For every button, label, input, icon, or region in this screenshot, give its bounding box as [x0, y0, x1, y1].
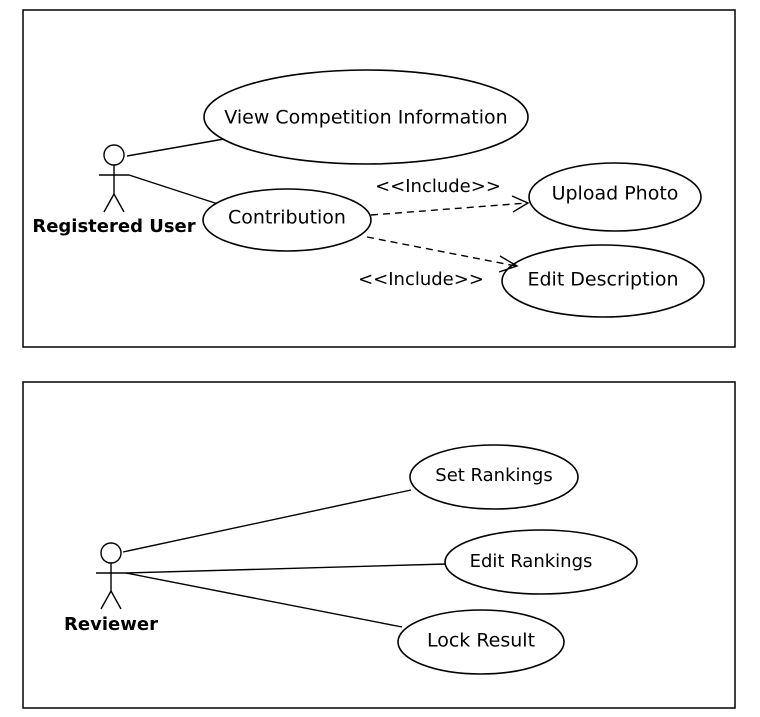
- actor-left-leg: [103, 193, 115, 213]
- view-competition-label: View Competition Information: [224, 107, 507, 129]
- contribution-label: Contribution: [228, 207, 346, 229]
- use-case-contribution: Contribution: [202, 188, 372, 252]
- edit-description-label: Edit Description: [527, 269, 678, 291]
- association-contribution: [128, 174, 219, 205]
- actor-right-leg: [110, 590, 122, 610]
- include-dependency-upload-photo: <<Include>>: [370, 176, 530, 216]
- actor-head: [100, 542, 122, 564]
- use-case-edit-rankings: Edit Rankings: [444, 529, 638, 595]
- registered-user-label: Registered User: [32, 216, 195, 237]
- include-label-upload: <<Include>>: [375, 176, 501, 197]
- use-case-set-rankings: Set Rankings: [409, 444, 579, 510]
- include-arrowhead: [498, 255, 519, 273]
- association-view-competition: [126, 138, 225, 157]
- association-set-rankings: [122, 489, 412, 553]
- include-arrowhead: [511, 195, 530, 213]
- use-case-view-competition: View Competition Information: [203, 69, 529, 165]
- include-dependency-edit-description: <<Include>>: [358, 236, 519, 290]
- bottom-diagram-frame: [22, 381, 736, 709]
- edit-rankings-label: Edit Rankings: [470, 551, 593, 572]
- association-lock-result: [125, 572, 403, 628]
- upload-photo-label: Upload Photo: [552, 183, 679, 205]
- use-case-upload-photo: Upload Photo: [528, 162, 702, 232]
- actor-head: [103, 144, 125, 166]
- actor-left-leg: [100, 590, 112, 610]
- include-label-edit: <<Include>>: [358, 269, 484, 290]
- use-case-edit-description: Edit Description: [501, 244, 705, 318]
- association-edit-rankings: [125, 563, 447, 574]
- registered-user-actor: Registered User: [32, 144, 196, 237]
- actor-right-leg: [113, 193, 125, 213]
- use-case-lock-result: Lock Result: [397, 609, 565, 675]
- bottom-diagram: Reviewer Set Rankings Edit Rankings Lock…: [22, 381, 736, 709]
- reviewer-actor: Reviewer: [64, 542, 158, 635]
- set-rankings-label: Set Rankings: [435, 465, 552, 486]
- reviewer-label: Reviewer: [64, 614, 158, 635]
- lock-result-label: Lock Result: [427, 630, 535, 652]
- top-diagram: Registered User View Competition Informa…: [22, 9, 736, 348]
